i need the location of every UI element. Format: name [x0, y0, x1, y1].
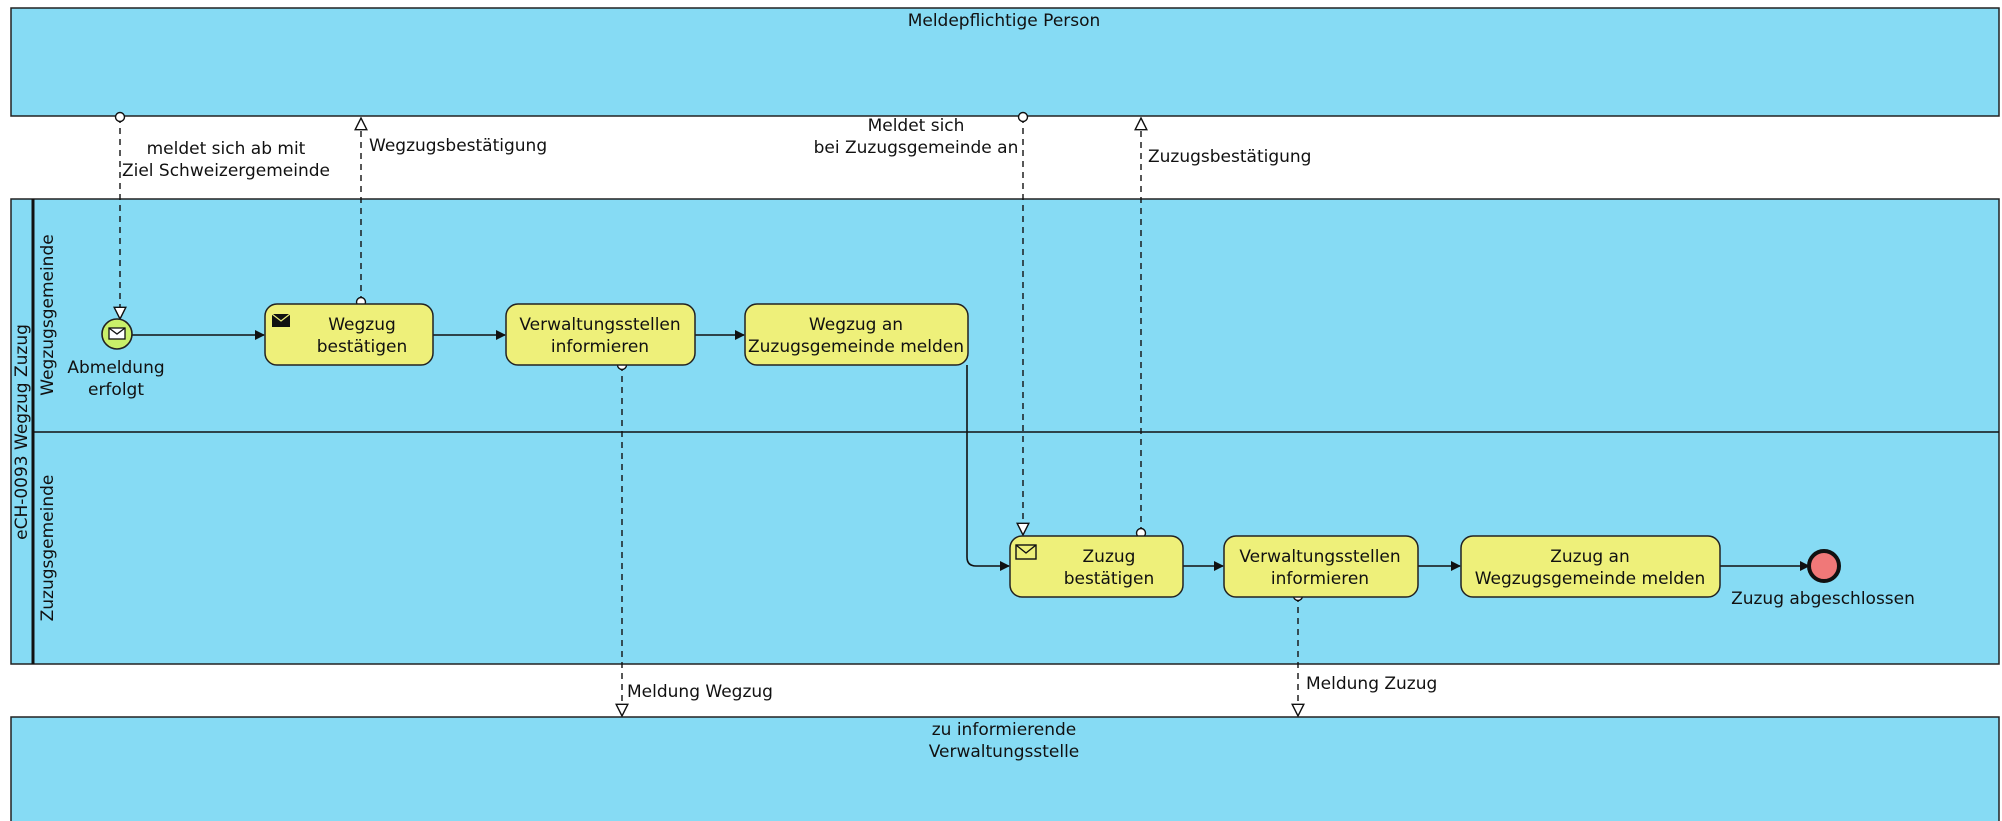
task-label-line2: bestätigen: [317, 337, 408, 357]
pool-meldepflichtige-person: Meldepflichtige Person: [10, 7, 2000, 117]
message-anmeldung-line1: Meldet sich: [868, 116, 965, 136]
task-label-line2: Zuzugsgemeinde melden: [748, 337, 964, 357]
task-label-line2: bestätigen: [1064, 569, 1155, 589]
lane-wegzugsgemeinde-label: Wegzugsgemeinde: [38, 234, 58, 395]
task-verwaltungsstellen-informieren-2[interactable]: Verwaltungsstellen informieren: [1223, 535, 1419, 598]
task-label-line1: Verwaltungsstellen: [1239, 547, 1400, 567]
task-wegzug-bestaetigen[interactable]: Wegzug bestätigen: [264, 303, 434, 366]
end-event-label: Zuzug abgeschlossen: [1731, 589, 1915, 609]
message-anmeldung: Meldet sich bei Zuzugsgemeinde an: [814, 111, 1028, 536]
task-label-line1: Verwaltungsstellen: [519, 315, 680, 335]
receive-envelope-icon: [1015, 544, 1037, 560]
task-label-line1: Zuzug: [1083, 547, 1136, 567]
flow-melden-to-zuzug: [966, 365, 1010, 571]
message-anmeldung-line2: bei Zuzugsgemeinde an: [814, 138, 1019, 158]
sequence-flows: [132, 330, 1810, 571]
message-wegzugsbestaetigung-label: Wegzugsbestätigung: [369, 136, 547, 156]
message-abmeldung-line1: meldet sich ab mit: [147, 139, 306, 159]
task-zuzug-bestaetigen[interactable]: Zuzug bestätigen: [1009, 535, 1184, 598]
task-label-line2: informieren: [1271, 569, 1369, 589]
task-label-line1: Wegzug an: [809, 315, 903, 335]
message-meldung-zuzug-label: Meldung Zuzug: [1306, 674, 1437, 694]
message-zuzugsbestaetigung-label: Zuzugsbestätigung: [1148, 147, 1311, 167]
pool-ech-0093: eCH-0093 Wegzug Zuzug Wegzugsgemeinde Zu…: [10, 198, 2000, 665]
task-label-line1: Wegzug: [328, 315, 396, 335]
message-abmeldung: meldet sich ab mit Ziel Schweizergemeind…: [116, 111, 330, 320]
send-envelope-icon: [271, 313, 291, 327]
message-flows: meldet sich ab mit Ziel Schweizergemeind…: [116, 111, 1437, 717]
message-abmeldung-line2: Ziel Schweizergemeinde: [122, 161, 330, 181]
message-meldung-wegzug-label: Meldung Wegzug: [627, 682, 773, 702]
message-wegzugsbestaetigung: Wegzugsbestätigung: [357, 118, 547, 308]
start-event-label-line2: erfolgt: [88, 380, 144, 400]
start-event-label-line1: Abmeldung: [67, 358, 164, 378]
pool-person-label: Meldepflichtige Person: [908, 11, 1101, 31]
lane-zuzugsgemeinde-label: Zuzugsgemeinde: [38, 475, 58, 622]
pool-process-label: eCH-0093 Wegzug Zuzug: [12, 324, 32, 540]
pool-verwaltungsstelle: zu informierende Verwaltungsstelle: [10, 716, 2000, 821]
task-zuzug-an-wegzugsgemeinde-melden[interactable]: Zuzug an Wegzugsgemeinde melden: [1460, 535, 1721, 598]
pool-authority-label-line1: zu informierende: [932, 720, 1077, 740]
envelope-icon: [108, 327, 126, 340]
message-zuzugsbestaetigung: Zuzugsbestätigung: [1137, 118, 1311, 539]
task-label-line2: informieren: [551, 337, 649, 357]
end-event[interactable]: Zuzug abgeschlossen: [1731, 549, 1915, 609]
task-wegzug-an-zuzugsgemeinde-melden[interactable]: Wegzug an Zuzugsgemeinde melden: [744, 303, 969, 366]
pool-authority-label-line2: Verwaltungsstelle: [929, 742, 1080, 762]
task-label-line1: Zuzug an: [1550, 547, 1630, 567]
task-label-line2: Wegzugsgemeinde melden: [1475, 569, 1706, 589]
task-verwaltungsstellen-informieren-1[interactable]: Verwaltungsstellen informieren: [505, 303, 696, 366]
start-event[interactable]: Abmeldung erfolgt: [67, 318, 165, 400]
